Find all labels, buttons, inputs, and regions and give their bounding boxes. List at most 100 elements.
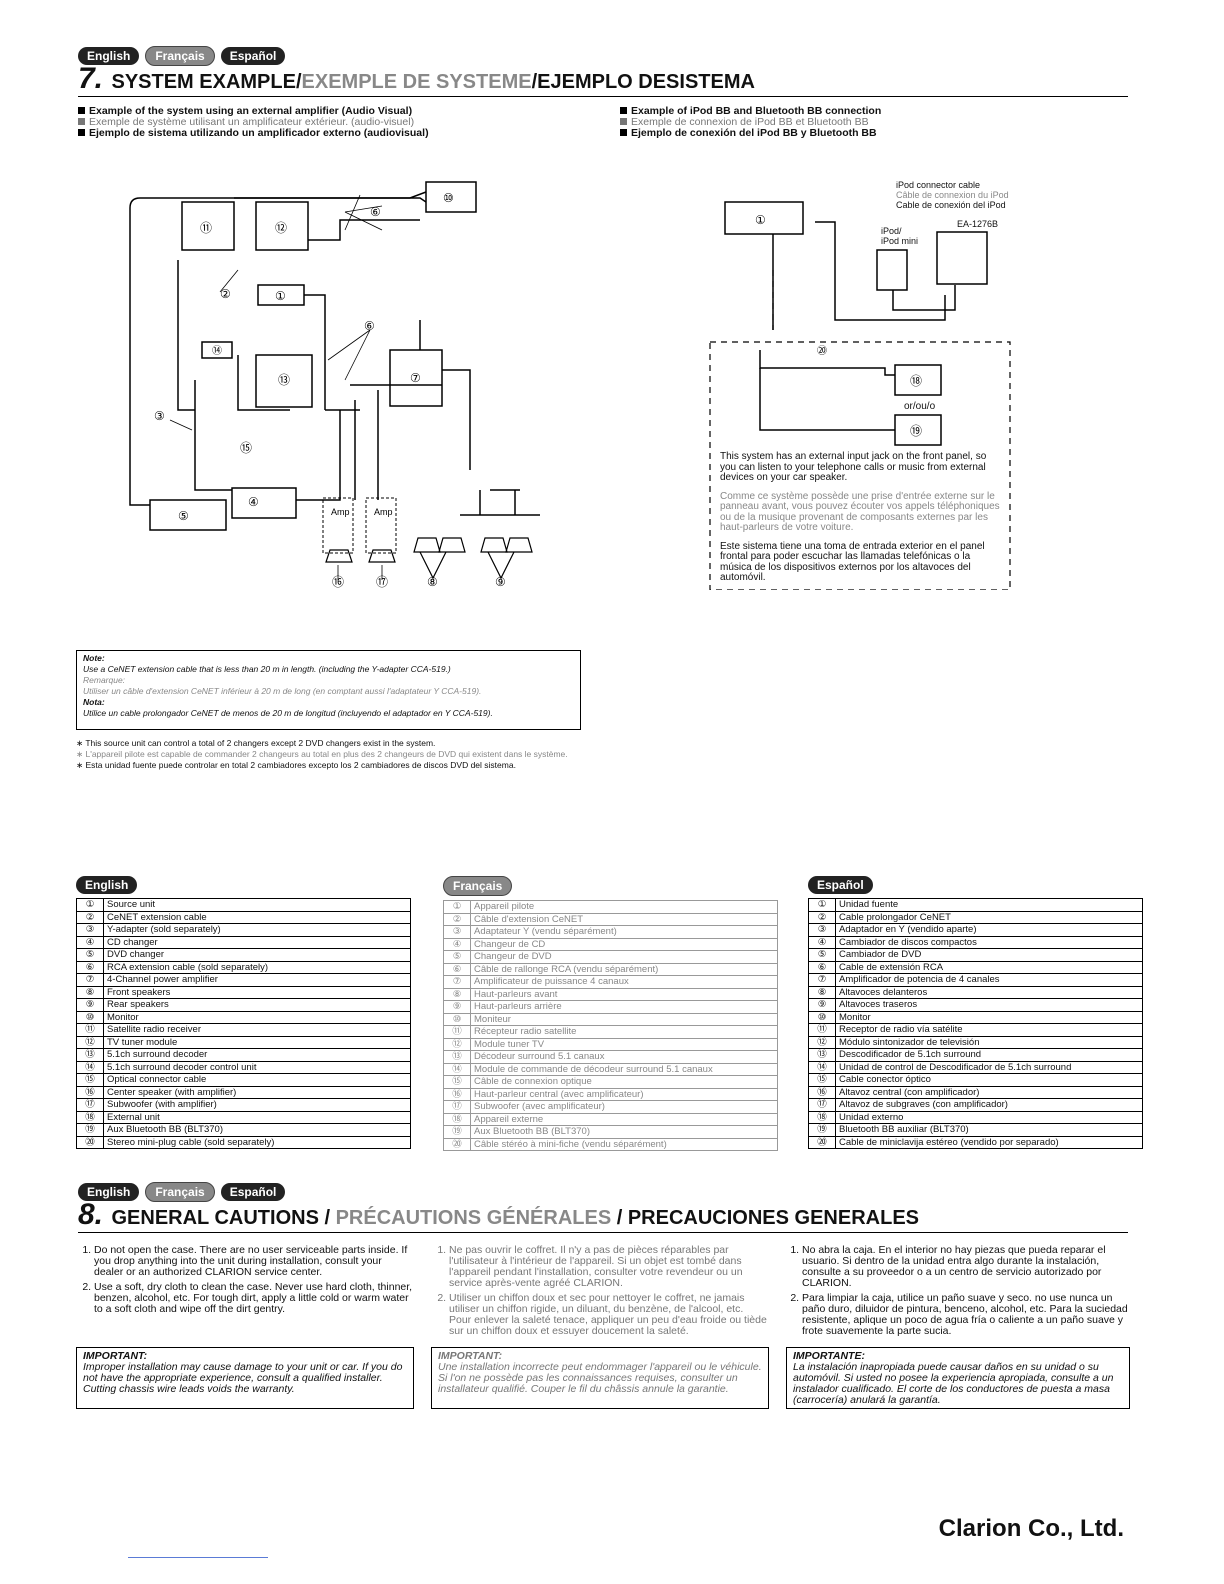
legend-number: ⑦ — [443, 975, 471, 989]
lang-tab-french: Français — [145, 46, 215, 66]
legend-number: ① — [443, 900, 471, 914]
label-1: ① — [275, 289, 286, 303]
legend-number: ⑰ — [808, 1098, 836, 1112]
lang-tab-spanish: Español — [220, 47, 286, 65]
amplifier-box — [389, 349, 443, 407]
legend-text: Appareil externe — [470, 1112, 778, 1126]
legend-number: ⑲ — [808, 1123, 836, 1137]
label-20: ⑳ — [817, 345, 827, 357]
legend-number: ⑳ — [76, 1135, 104, 1149]
legend-number: ⑯ — [443, 1087, 471, 1101]
legend-number: ⑭ — [808, 1060, 836, 1074]
label-5: ⑤ — [178, 509, 189, 523]
legend-number: ③ — [808, 923, 836, 937]
label-15: ⑮ — [240, 441, 252, 455]
decoder-box — [255, 354, 313, 408]
company-name: Clarion Co., Ltd. — [938, 1515, 1124, 1542]
legend-text: External unit — [103, 1110, 411, 1124]
legend-text: Module tuner TV — [470, 1037, 778, 1051]
legend-text: Stereo mini-plug cable (sold separately) — [103, 1135, 411, 1149]
legend-text: Câble stéréo à mini-fiche (vendu séparém… — [470, 1137, 778, 1151]
legend-text: Amplificateur de puissance 4 canaux — [470, 975, 778, 989]
legend-number: ⑭ — [443, 1062, 471, 1076]
dvd-changer-box — [149, 499, 227, 531]
legend-text: Monitor — [103, 1010, 411, 1024]
legend-text: Unidad de control de Descodificador de 5… — [835, 1060, 1143, 1074]
label-11: ⑪ — [200, 221, 212, 235]
legend-text: Haut-parleurs avant — [470, 987, 778, 1001]
legend-text: Cambiador de discos compactos — [835, 935, 1143, 949]
ea-model-label: EA-1276B — [957, 219, 999, 229]
label-10: ⑩ — [443, 191, 454, 205]
ea-box — [936, 231, 988, 285]
legend-number: ⑩ — [443, 1012, 471, 1026]
legend-number: ⑥ — [443, 962, 471, 976]
label-9: ⑨ — [495, 575, 506, 589]
legend-text: RCA extension cable (sold separately) — [103, 960, 411, 974]
legend-number: ⑩ — [76, 1010, 104, 1024]
legend-number: ② — [443, 912, 471, 926]
legend-text: Rear speakers — [103, 998, 411, 1012]
legend-number: ⑧ — [808, 985, 836, 999]
section8-title: 8. GENERAL CAUTIONS / PRÉCAUTIONS GÉNÉRA… — [78, 1198, 1128, 1233]
legend-number: ⑥ — [76, 960, 104, 974]
label-7: ⑦ — [410, 371, 421, 385]
legend-text: Changeur de DVD — [470, 950, 778, 964]
legend-text: Cable prolongador CeNET — [835, 910, 1143, 924]
legend-number: ② — [76, 910, 104, 924]
legend-text: Source unit — [103, 898, 411, 912]
legend-number: ⑫ — [76, 1035, 104, 1049]
ipod-bluetooth-diagram: ① ⑳ ⑱ ⑲ — [709, 201, 1011, 590]
legend-number: ⑬ — [808, 1048, 836, 1062]
label-6b: ⑥ — [364, 319, 375, 333]
right-diagram-heading: Example of iPod BB and Bluetooth BB conn… — [620, 106, 881, 139]
label-6a: ⑥ — [370, 205, 381, 219]
legend-text: Appareil pilote — [470, 900, 778, 914]
legend-number: ⑬ — [443, 1050, 471, 1064]
legend-text: Cambiador de DVD — [835, 948, 1143, 962]
cautions-english: Do not open the case. There are no user … — [78, 1245, 413, 1319]
legend-number: ⑫ — [443, 1037, 471, 1051]
legend-text: Descodificador de 5.1ch surround — [835, 1048, 1143, 1062]
amp-label-2: Amp — [374, 507, 393, 517]
control-unit-box — [201, 341, 233, 359]
label-4: ④ — [248, 495, 259, 509]
label-r1: ① — [755, 213, 766, 227]
legend-number: ⑭ — [76, 1060, 104, 1074]
tv-tuner-box — [255, 201, 309, 251]
legend-text: Cable de extensión RCA — [835, 960, 1143, 974]
legend-number: ⑳ — [443, 1137, 471, 1151]
legend-text: Front speakers — [103, 985, 411, 999]
legend-number: ④ — [808, 935, 836, 949]
legend-number: ⑦ — [76, 973, 104, 987]
